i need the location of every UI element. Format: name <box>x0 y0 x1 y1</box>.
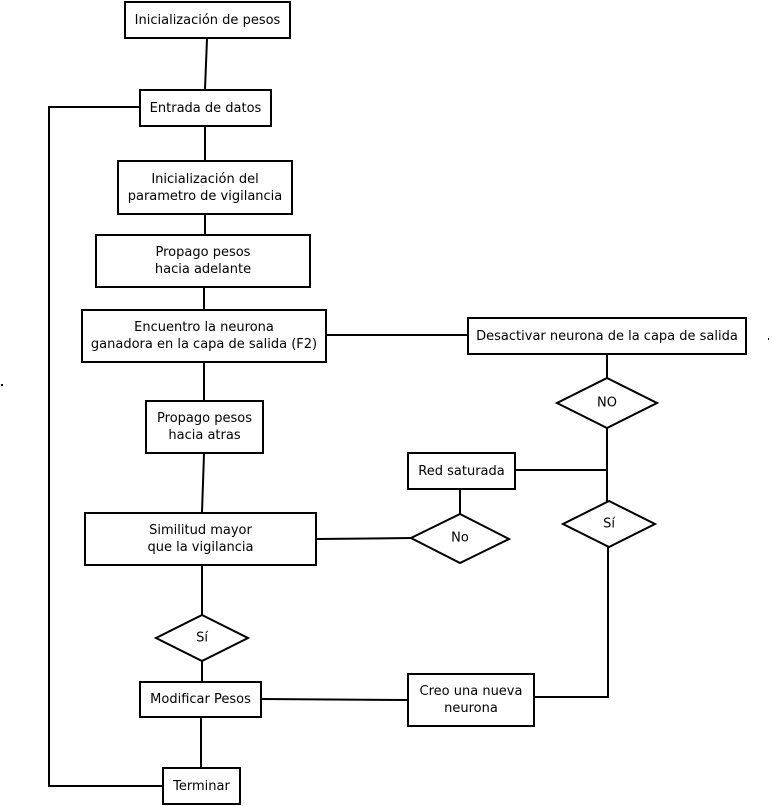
connector <box>260 698 409 701</box>
decision-no-similarity-diamond <box>408 512 512 565</box>
decision-no-similarity-label: No <box>451 530 469 546</box>
deactivate-neuron-box: Desactivar neurona de la capa de salida <box>467 317 747 355</box>
connector <box>316 537 413 540</box>
decision-si-label: Sí <box>603 516 615 532</box>
terminate-box: Terminar <box>162 767 241 805</box>
saturated-network-box: Red saturada <box>407 452 516 490</box>
similarity-check-box: Similitud mayor que la vigilancia <box>84 512 317 566</box>
stray-mark <box>1 384 3 386</box>
decision-no-label: NO <box>597 395 617 411</box>
stray-mark <box>768 338 769 340</box>
find-winner-box: Encuentro la neurona ganadora en la capa… <box>81 309 327 363</box>
connector <box>535 547 609 698</box>
connector <box>204 38 208 90</box>
propagate-forward-box: Propago pesos hacia adelante <box>95 234 311 288</box>
decision-si-lower-diamond <box>153 613 251 663</box>
decision-no-diamond <box>554 376 660 430</box>
init-weights-box: Inicialización de pesos <box>124 1 291 39</box>
propagate-backward-box: Propago pesos hacia atras <box>145 400 264 454</box>
loop-connector <box>48 106 162 787</box>
connector <box>201 453 205 513</box>
decision-si-diamond <box>560 499 658 549</box>
init-vigilance-box: Inicialización del parametro de vigilanc… <box>117 160 293 215</box>
decision-si-lower-label: Sí <box>196 630 208 646</box>
modify-weights-box: Modificar Pesos <box>139 681 262 718</box>
data-input-box: Entrada de datos <box>139 89 272 127</box>
create-neuron-box: Creo una nueva neurona <box>407 673 535 727</box>
